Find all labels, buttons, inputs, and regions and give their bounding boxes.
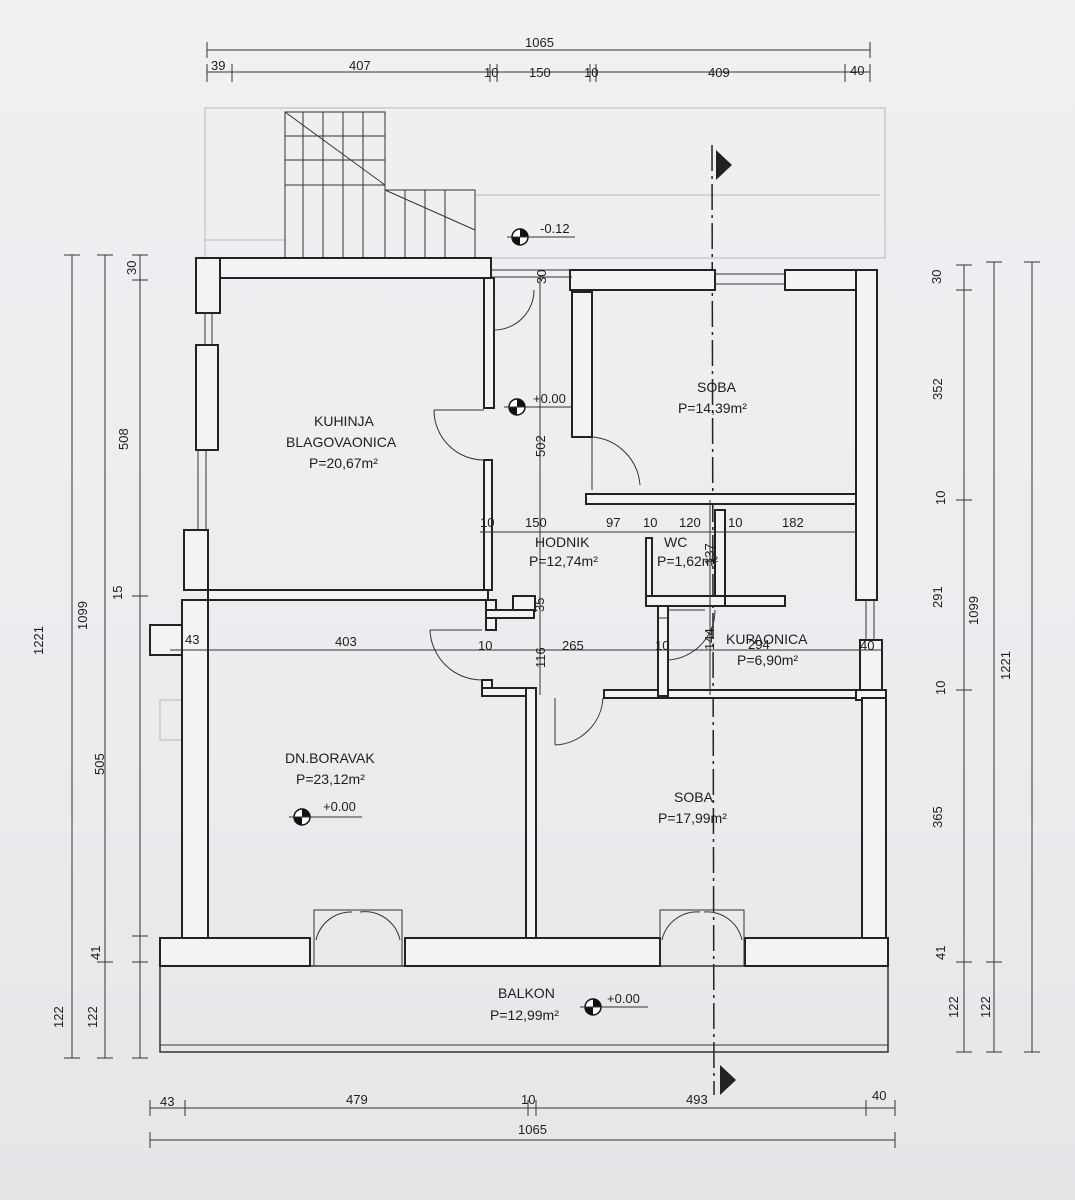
dim-30-inner: 30 (534, 270, 549, 284)
section-arrow-bottom-icon (720, 1065, 736, 1095)
dim-top-150: 150 (529, 65, 551, 80)
dim-bottom-479: 479 (346, 1092, 368, 1107)
dim-top-409: 409 (708, 65, 730, 80)
dim-right-365: 365 (930, 806, 945, 828)
dim-left-30: 30 (124, 261, 139, 275)
dim-bottom-total: 1065 (518, 1122, 547, 1137)
doors (429, 289, 716, 746)
room-boravak-name: DN.BORAVAK (285, 750, 375, 766)
balcony-doors (313, 909, 745, 967)
dim-116: 116 (533, 647, 548, 668)
dim-top-10a: 10 (484, 65, 498, 80)
dim-row1-182: 182 (782, 515, 804, 530)
dim-right-10a: 10 (933, 491, 948, 505)
level-marker-outside-icon (507, 228, 575, 246)
room-soba1-name: SOBA (697, 379, 737, 395)
level-hall: +0.00 (533, 391, 566, 406)
dim-left-1221: 1221 (31, 626, 46, 655)
right-dimensions: 30 352 10 291 10 365 41 122 1099 122 122… (929, 261, 1040, 1053)
room-soba1-area: P=14,39m² (678, 400, 747, 416)
dim-row1-120: 120 (679, 515, 701, 530)
dim-top-40: 40 (850, 63, 864, 78)
dim-row2-403: 403 (335, 634, 357, 649)
dim-left-41: 41 (88, 946, 103, 960)
room-labels: KUHINJA BLAGOVAONICA P=20,67m² SOBA P=14… (285, 379, 808, 1023)
level-marker-hall-icon (504, 398, 572, 416)
dim-bottom-43: 43 (160, 1094, 174, 1109)
level-living: +0.00 (323, 799, 356, 814)
dim-bottom-10: 10 (521, 1092, 535, 1107)
dim-left-122b: 122 (85, 1006, 100, 1028)
dim-top-total: 1065 (525, 35, 554, 50)
top-dimensions: 1065 39 407 10 150 10 409 40 (206, 35, 871, 82)
dim-row2-10a: 10 (478, 638, 492, 653)
dim-right-30: 30 (929, 270, 944, 284)
section-line (711, 144, 736, 1096)
background-hints (159, 107, 886, 741)
level-marker-living-icon (289, 808, 362, 826)
dim-left-505: 505 (92, 753, 107, 775)
room-kuhinja-name2: BLAGOVAONICA (286, 434, 397, 450)
bottom-dimensions: 43 479 10 493 40 1065 (149, 1088, 896, 1148)
dim-row2-43: 43 (185, 632, 199, 647)
room-kupaonica-name: KUPAONICA (726, 631, 808, 647)
section-arrow-top-icon (716, 150, 732, 180)
room-boravak-area: P=23,12m² (296, 771, 365, 787)
staircase (284, 111, 476, 261)
level-outside: -0.12 (540, 221, 570, 236)
dim-row1-10a: 10 (480, 515, 494, 530)
dim-row1-97: 97 (606, 515, 620, 530)
dim-row1-10c: 10 (728, 515, 742, 530)
dim-right-41: 41 (933, 946, 948, 960)
dim-144: 144 (702, 628, 717, 650)
room-soba2-area: P=17,99m² (658, 810, 727, 826)
room-hodnik-name: HODNIK (535, 534, 590, 550)
dim-left-15: 15 (110, 586, 125, 600)
dim-137: 137 (702, 543, 717, 565)
left-dimensions: 1221 1099 30 508 15 505 41 122 122 (31, 254, 148, 1059)
dim-left-122a: 122 (51, 1006, 66, 1028)
room-wc-name: WC (664, 534, 687, 550)
dim-right-1221: 1221 (998, 651, 1013, 680)
dim-row2-40: 40 (860, 638, 874, 653)
dim-left-1099: 1099 (75, 601, 90, 630)
dim-left-508: 508 (116, 428, 131, 450)
room-balkon-area: P=12,99m² (490, 1007, 559, 1023)
dim-top-10b: 10 (584, 65, 598, 80)
dim-right-122b: 122 (978, 996, 993, 1018)
room-wc-area: P=1,62m² (657, 553, 718, 569)
dim-top-407: 407 (349, 58, 371, 73)
room-balkon-name: BALKON (498, 985, 555, 1001)
dim-bottom-493: 493 (686, 1092, 708, 1107)
dim-row2-10b: 10 (655, 638, 669, 653)
dim-row2-294: 294 (748, 637, 770, 652)
level-marker-balcony-icon (580, 998, 648, 1016)
windows (197, 269, 875, 640)
dim-top-39: 39 (211, 58, 225, 73)
dim-502: 502 (533, 435, 548, 457)
dim-right-1099: 1099 (966, 596, 981, 625)
walls (149, 257, 889, 967)
room-hodnik-area: P=12,74m² (529, 553, 598, 569)
dim-row1-10b: 10 (643, 515, 657, 530)
dim-bottom-40: 40 (872, 1088, 886, 1103)
room-kuhinja-area: P=20,67m² (309, 455, 378, 471)
interior-dimensions: 30 502 10 150 97 10 120 10 182 137 35 43… (170, 270, 882, 695)
dim-row2-265: 265 (562, 638, 584, 653)
dim-right-291: 291 (930, 586, 945, 608)
dim-row1-150: 150 (525, 515, 547, 530)
dim-right-122a: 122 (946, 996, 961, 1018)
room-kuhinja-name: KUHINJA (314, 413, 375, 429)
level-markers: -0.12 +0.00 +0.00 +0.00 (289, 221, 648, 1016)
dim-right-10b: 10 (933, 681, 948, 695)
dim-right-352: 352 (930, 378, 945, 400)
room-soba2-name: SOBA (674, 789, 714, 805)
room-kupaonica-area: P=6,90m² (737, 652, 798, 668)
dim-35: 35 (532, 598, 547, 612)
level-balcony: +0.00 (607, 991, 640, 1006)
